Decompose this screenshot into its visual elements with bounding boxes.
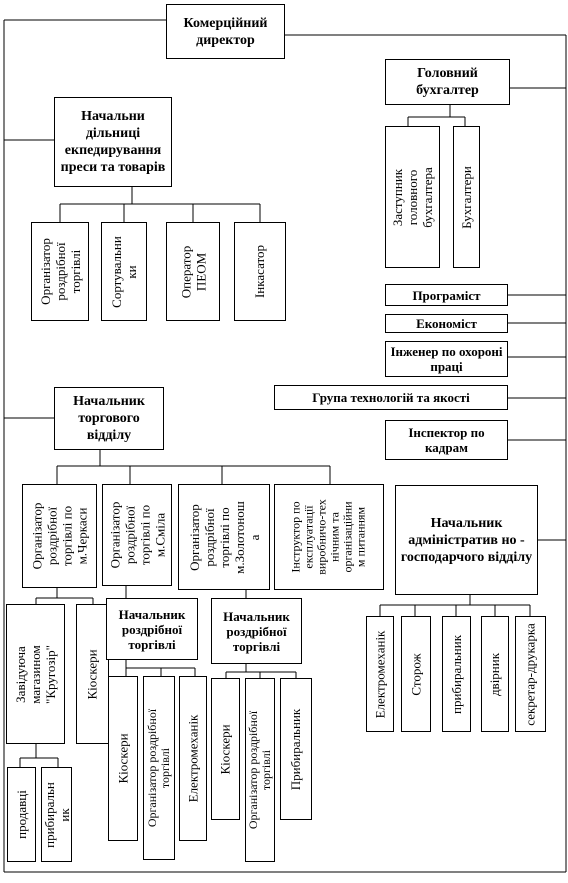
smila-retail-organizer-label: Організатор роздрібної торгівлі [145, 708, 172, 828]
technology-quality-group-box: Група технологій та якості [274, 385, 508, 410]
programmer-box: Програміст [385, 284, 508, 306]
admin-electromechanic-label: Електромеханік [372, 630, 388, 718]
admin-dept-head-box: Начальник адміністратив но - господарчог… [395, 485, 538, 595]
cherkasy-kiosk-workers-box: Кіоскери [76, 604, 109, 744]
janitor-box: двірник [481, 616, 509, 732]
zolotonosha-kiosk-workers-label: Кіоскери [218, 723, 234, 775]
labor-safety-engineer-label: Інженер по охороні праці [390, 344, 503, 374]
sorters-label: Сортувальни ки [109, 235, 140, 308]
sellers-box: продавці [7, 767, 36, 862]
janitor-label: двірник [487, 652, 503, 696]
deputy-chief-accountant-label: Заступник головного бухгалтера [390, 166, 436, 228]
zolotonosha-retail-organizer-box: Організатор роздрібної торгівлі [245, 678, 275, 862]
deputy-chief-accountant-box: Заступник головного бухгалтера [385, 126, 440, 268]
zolotonosha-cleaner-label: Прибиральник [288, 708, 304, 790]
organizer-zolotonosha-box: Організатор роздрібної торгівлі по м.Зол… [178, 484, 270, 590]
store-cleaner-box: прибиральн ик [41, 767, 72, 862]
watchman-box: Сторож [401, 616, 431, 732]
expedition-head-box: Начальни дільниці екпедирування преси та… [54, 97, 172, 187]
commercial-director-label: Комерційний директор [183, 15, 268, 48]
retail-head-smila-box: Начальник роздрібної торгівлі [106, 598, 198, 660]
admin-cleaner-label: прибиральник [449, 634, 465, 714]
expedition-retail-organizer-box: Організатор роздрібної торгівлі [31, 222, 89, 321]
chief-accountant-label: Головний бухгалтер [416, 66, 479, 98]
secretary-typist-label: секретар-друкарка [523, 622, 539, 726]
secretary-typist-box: секретар-друкарка [515, 616, 546, 732]
cherkasy-kiosk-workers-label: Кіоскери [85, 648, 101, 700]
accountants-label: Бухгалтери [459, 165, 475, 229]
admin-cleaner-box: прибиральник [442, 616, 471, 732]
trade-dept-head-box: Начальник торгового відділу [54, 387, 164, 450]
smila-kiosk-workers-label: Кіоскери [115, 733, 131, 784]
retail-head-zolotonosha-box: Начальник роздрібної торгівлі [211, 598, 302, 664]
admin-dept-head-label: Начальник адміністратив но - господарчог… [400, 515, 533, 565]
organizer-smila-box: Організатор роздрібної торгівлі по м.Смі… [102, 484, 172, 586]
organizer-smila-label: Організатор роздрібної торгівлі по м.Смі… [106, 501, 167, 569]
hr-inspector-box: Інспектор по кадрам [385, 420, 508, 460]
cash-collector-box: Інкасатор [234, 222, 286, 321]
sellers-label: продавці [14, 790, 29, 839]
smila-retail-organizer-box: Організатор роздрібної торгівлі [143, 676, 175, 860]
sorters-box: Сортувальни ки [101, 222, 147, 321]
pc-operator-box: Оператор ПЕОМ [166, 222, 220, 321]
organizer-cherkasy-label: Організатор роздрібної торгівлі по м.Чер… [29, 502, 90, 570]
retail-head-smila-label: Начальник роздрібної торгівлі [118, 606, 186, 652]
hr-inspector-label: Інспектор по кадрам [408, 425, 485, 455]
store-cleaner-label: прибиральн ик [41, 781, 72, 848]
economist-label: Економіст [416, 316, 477, 331]
zolotonosha-cleaner-box: Прибиральник [280, 678, 312, 820]
smila-electromechanic-box: Електромеханік [179, 676, 207, 841]
zolotonosha-kiosk-workers-box: Кіоскери [211, 678, 240, 820]
cash-collector-label: Інкасатор [252, 244, 268, 299]
smila-electromechanic-label: Електромеханік [185, 714, 201, 803]
store-manager-box: Завідуюча магазином "Кругозір" [6, 604, 65, 744]
chief-accountant-box: Головний бухгалтер [385, 59, 510, 105]
zolotonosha-retail-organizer-label: Організатор роздрібної торгівлі [246, 710, 273, 830]
accountants-box: Бухгалтери [453, 126, 480, 268]
economist-box: Економіст [385, 314, 508, 333]
organizer-zolotonosha-label: Організатор роздрібної торгівлі по м.Зол… [186, 500, 262, 574]
expedition-head-label: Начальни дільниці екпедирування преси та… [60, 109, 166, 175]
expedition-retail-organizer-label: Організатор роздрібної торгівлі [37, 238, 83, 305]
organizer-cherkasy-box: Організатор роздрібної торгівлі по м.Чер… [22, 484, 97, 588]
commercial-director-box: Комерційний директор [166, 4, 285, 59]
store-manager-label: Завідуюча магазином "Кругозір" [13, 644, 58, 704]
admin-electromechanic-box: Електромеханік [366, 616, 394, 732]
labor-safety-engineer-box: Інженер по охороні праці [385, 341, 508, 377]
pc-operator-label: Оператор ПЕОМ [178, 245, 208, 298]
technology-quality-group-label: Група технологій та якості [312, 390, 470, 405]
operations-instructor-box: Інструктор по експлуатації виробничо-тех… [274, 484, 384, 590]
watchman-label: Сторож [408, 652, 424, 696]
operations-instructor-label: Інструктор по експлуатації виробничо-тех… [288, 499, 368, 575]
programmer-label: Програміст [412, 287, 481, 303]
trade-dept-head-label: Начальник торгового відділу [73, 394, 145, 443]
smila-kiosk-workers-box: Кіоскери [108, 676, 138, 841]
retail-head-zolotonosha-label: Начальник роздрібної торгівлі [223, 608, 290, 654]
